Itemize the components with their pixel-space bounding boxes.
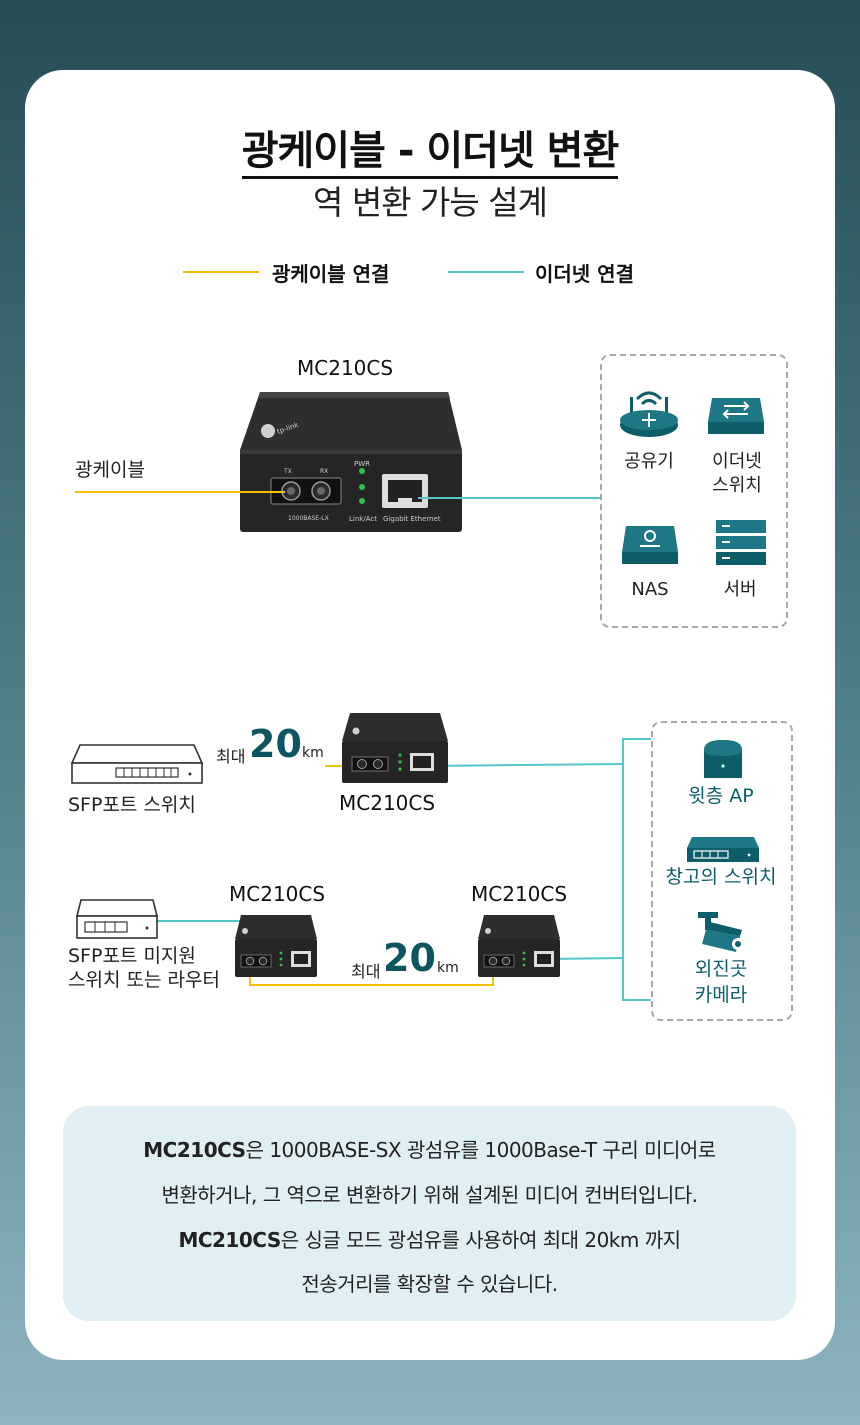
nas-icon (622, 526, 678, 564)
non-sfp-router-icon (75, 899, 159, 939)
endpoints-bracket (622, 738, 651, 1001)
info-line-4: 전송거리를 확장할 수 있습니다. (301, 1272, 558, 1296)
outdoor-camera-icon (698, 912, 744, 952)
non-sfp-device-label: SFP포트 미지원 스위치 또는 라우터 (68, 945, 220, 991)
page-subtitle: 역 변환 가능 설계 (313, 183, 548, 222)
info-box (63, 1106, 796, 1321)
server-label: 서버 (723, 579, 757, 600)
diagram2-model-label: MC210CS (339, 791, 436, 815)
ethernet-switch-label: 이더넷 스위치 (712, 451, 762, 496)
device-link-label: Link/Act (349, 515, 377, 523)
media-converter-medium (342, 713, 448, 783)
diagram3-max-prefix: 최대 (351, 962, 381, 981)
warehouse-switch-icon (687, 837, 759, 862)
info-line-3: MC210CS은 싱글 모드 광섬유를 사용하여 최대 20km 까지 (63, 1224, 796, 1253)
fiber-legend-line (183, 271, 259, 273)
diagram3-max-unit: km (437, 960, 459, 976)
device-gigabit-label: Gigabit Ethernet (383, 515, 441, 523)
diagram3-model-right: MC210CS (471, 882, 568, 906)
router-label: 공유기 (624, 451, 674, 472)
device-port-type-label: 1000BASE-LX (288, 515, 329, 522)
wall-ap-icon (704, 740, 742, 778)
info-line-1: MC210CS은 1000BASE-SX 광섬유를 1000Base-T 구리 … (63, 1134, 796, 1163)
diagram2-ethernet-line (424, 763, 624, 767)
sfp-switch-icon (70, 744, 204, 784)
diagram3-ethernet-line-right (547, 957, 624, 960)
wall-ap-label: 윗층 AP (688, 785, 754, 807)
fiber-legend-label: 광케이블 연결 (272, 262, 390, 286)
outdoor-camera-label: 외진곳 카메라 (694, 958, 748, 1006)
device-rx-label: RX (320, 468, 329, 475)
diagram2-max-prefix: 최대 (216, 747, 246, 766)
sfp-switch-label: SFP포트 스위치 (68, 794, 196, 816)
media-converter-right (478, 915, 560, 977)
warehouse-switch-label: 창고의 스위치 (665, 866, 777, 888)
diagram2-max-unit: km (302, 745, 324, 761)
nas-label: NAS (631, 579, 669, 600)
device-pwr-label: PWR (354, 460, 371, 468)
diagram2-max-value: 20 (249, 722, 302, 766)
media-converter-large: tp-link (240, 392, 462, 532)
ethernet-switch-icon (708, 398, 764, 434)
ethernet-legend-label: 이더넷 연결 (535, 262, 634, 286)
ethernet-legend-line (448, 271, 524, 273)
page-title: 광케이블 - 이더넷 변환 (0, 118, 860, 179)
info-line-1-text: 은 1000BASE-SX 광섬유를 1000Base-T 구리 미디어로 (245, 1138, 717, 1162)
device-tx-label: TX (284, 468, 292, 475)
endpoints-box (651, 721, 793, 1021)
info-line-2: 변환하거나, 그 역으로 변환하기 위해 설계된 미디어 컨버터입니다. (161, 1183, 698, 1207)
diagram3-max-value: 20 (383, 936, 436, 980)
diagram3-model-left: MC210CS (229, 882, 326, 906)
diagram1-model-label: MC210CS (297, 356, 394, 380)
info-line-1-model: MC210CS (143, 1138, 246, 1162)
diagram1-fiber-label: 광케이블 (75, 459, 145, 481)
info-line-3-model: MC210CS (178, 1228, 281, 1252)
diagram1-target-box (600, 354, 788, 628)
router-icon (620, 391, 678, 437)
media-converter-left (235, 915, 317, 977)
server-icon (716, 520, 766, 565)
info-line-3-text: 은 싱글 모드 광섬유를 사용하여 최대 20km 까지 (280, 1228, 681, 1252)
